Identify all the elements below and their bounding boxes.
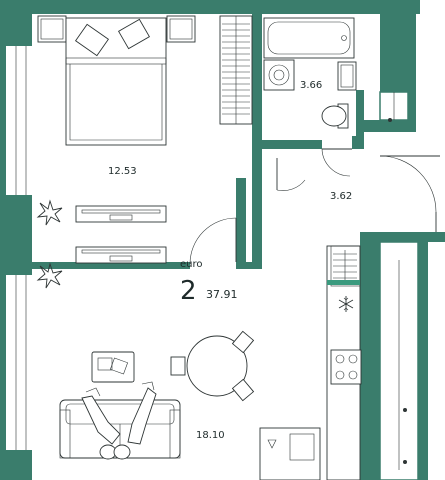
bathroom-area-label: 3.66 (300, 80, 322, 91)
wardrobe (219, 15, 253, 125)
kitchen-accent-strip (327, 280, 360, 285)
bedroom-wall-lower (236, 178, 246, 268)
right-wall-corner (360, 120, 416, 132)
right-wall-strip (408, 0, 416, 130)
chair-bottom-right (231, 378, 255, 402)
bedroom-area-label: 12.53 (108, 166, 137, 177)
chair-left (170, 356, 186, 376)
window-handle-3 (403, 460, 407, 464)
bathtub (263, 17, 355, 59)
coffee-table (91, 351, 135, 383)
kitchen-wall-right (360, 270, 365, 480)
bathroom-sink (337, 61, 357, 91)
tv-stand-living (75, 246, 167, 264)
dining-table (170, 330, 255, 402)
bedroom-wall-bottom-right (236, 262, 262, 269)
top-wall (0, 0, 420, 14)
bedroom-door (189, 217, 237, 265)
people-on-sofa-icon (81, 381, 157, 460)
right-outer-frame (418, 242, 428, 480)
left-wall-bottom (0, 450, 32, 480)
bath-wall-right (356, 90, 364, 149)
hall-door-left (276, 158, 306, 191)
hall-area-label: 3.62 (330, 191, 352, 202)
stove-hob (330, 349, 362, 385)
pillow-right (117, 18, 151, 50)
right-wall-mid (360, 232, 445, 242)
living-area-label: 18.10 (196, 430, 225, 441)
room-count-label: 2 (180, 276, 197, 306)
window-handle-1 (388, 118, 392, 122)
left-wall-pier (0, 195, 32, 275)
total-area-label: 37.91 (206, 288, 238, 301)
chair-top-right (231, 330, 255, 354)
hall-wall-stub (252, 149, 262, 268)
plant-icon (36, 262, 63, 289)
snowflake-icon (338, 296, 354, 312)
bedroom-wall-bottom (32, 262, 190, 269)
window-handle-2 (403, 408, 407, 412)
entrance-door (379, 155, 440, 232)
bath-wall-bottom-left (252, 140, 322, 149)
left-window-frame-1 (0, 46, 6, 195)
right-windows (379, 91, 419, 480)
tv-stand-bedroom (75, 205, 167, 223)
toilet (321, 103, 349, 129)
bath-wall-left (252, 14, 262, 149)
washing-machine (263, 59, 295, 91)
bathroom-door (321, 148, 352, 177)
wall-cabinet (259, 427, 321, 480)
bedside-table-left (37, 15, 67, 43)
unit-type-label: euro (180, 259, 203, 270)
bedside-table-right (166, 15, 196, 43)
left-window-glazing (15, 46, 27, 450)
plant-icon (36, 199, 63, 226)
pillow-left (74, 23, 110, 57)
left-window-frame-2 (0, 275, 6, 450)
double-bed (65, 17, 167, 146)
